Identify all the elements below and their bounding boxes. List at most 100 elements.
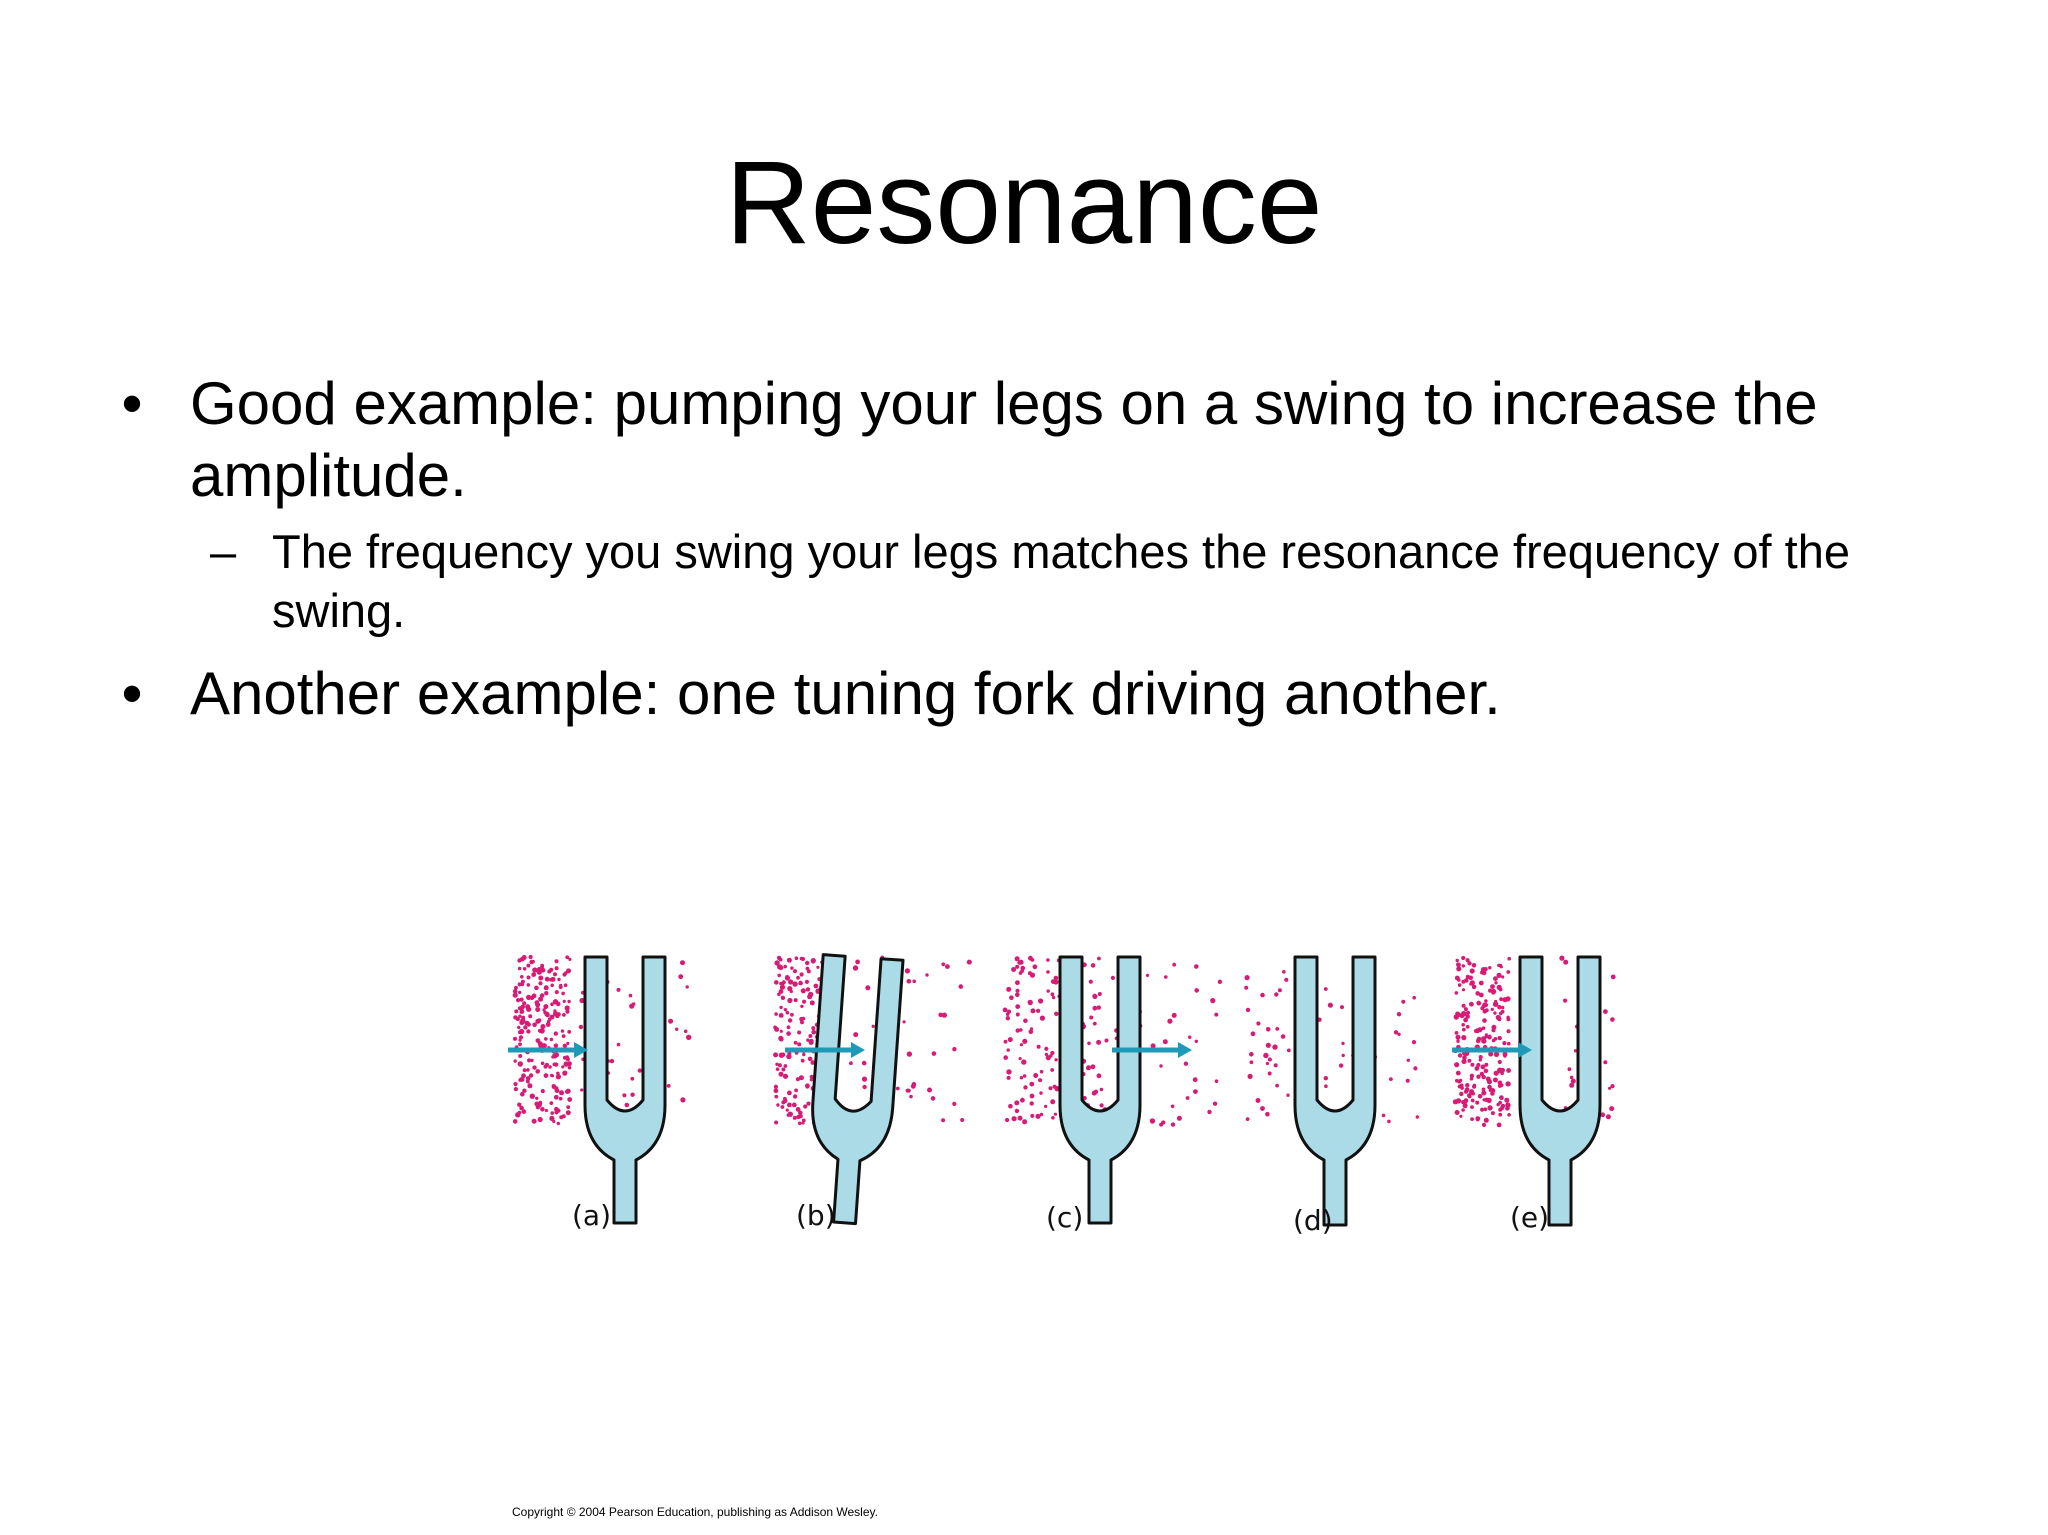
air-molecule-dot xyxy=(1097,956,1101,961)
air-molecule-dot xyxy=(773,1052,779,1058)
air-molecule-dot xyxy=(787,986,793,992)
air-molecule-dot xyxy=(1019,1076,1024,1080)
air-molecule-dot xyxy=(797,1121,802,1126)
bullet-marker: • xyxy=(121,660,143,727)
air-molecule-dot xyxy=(809,1074,814,1079)
air-molecule-dot xyxy=(1273,1063,1278,1068)
air-molecule-dot xyxy=(538,975,544,981)
air-molecule-dot xyxy=(1050,992,1055,997)
air-molecule-dot xyxy=(805,960,810,966)
air-molecule-dot xyxy=(1461,988,1466,992)
air-molecule-dot xyxy=(1387,1119,1391,1124)
air-molecule-dot xyxy=(527,1083,533,1089)
air-molecule-dot xyxy=(1029,1101,1034,1106)
air-molecule-dot xyxy=(1265,1111,1270,1117)
air-molecule-dot xyxy=(1461,1011,1467,1017)
air-molecule-dot xyxy=(543,985,549,991)
air-molecule-dot xyxy=(528,954,533,960)
tuning-fork-figure: (a)(b)(c)(d)(e) xyxy=(500,945,1680,1265)
air-molecule-dot xyxy=(1488,966,1492,970)
air-molecule-dot xyxy=(779,1037,784,1042)
air-molecule-dot xyxy=(567,1030,572,1034)
air-molecule-dot xyxy=(1499,997,1503,1002)
air-molecule-dot xyxy=(1145,973,1150,977)
air-molecule-dot xyxy=(518,1038,522,1042)
air-molecule-dot xyxy=(553,1043,559,1048)
air-molecule-dot xyxy=(1038,998,1044,1004)
air-molecule-dot xyxy=(538,996,544,1002)
wave-arrow xyxy=(1112,1042,1192,1058)
air-molecule-dot xyxy=(1054,1011,1059,1016)
air-molecule-dot xyxy=(609,1058,615,1064)
air-molecule-dot xyxy=(1507,956,1511,961)
air-molecule-dot xyxy=(784,975,791,981)
air-molecule-dot xyxy=(1033,1073,1039,1078)
air-molecule-dot xyxy=(686,1034,692,1040)
air-molecule-dot xyxy=(563,983,568,987)
air-molecule-dot xyxy=(552,1062,557,1067)
air-molecule-dot xyxy=(1483,1107,1488,1112)
air-molecule-dot xyxy=(781,1100,786,1105)
air-molecule-dot xyxy=(1110,975,1115,980)
copyright-notice: Copyright © 2004 Pearson Education, publ… xyxy=(512,1505,878,1519)
air-molecule-dot xyxy=(852,965,859,971)
air-molecule-dot xyxy=(1475,1028,1480,1034)
air-molecule-dot xyxy=(529,1093,535,1099)
air-molecule-dot xyxy=(1249,1052,1254,1057)
air-molecule-dot xyxy=(1507,1041,1511,1046)
air-molecule-dot xyxy=(1255,1098,1261,1103)
air-molecule-dot xyxy=(1194,988,1199,993)
air-molecule-dot xyxy=(785,1108,789,1112)
air-molecule-dot xyxy=(941,1118,946,1123)
air-molecule-dot xyxy=(1608,1086,1612,1090)
air-molecule-dot xyxy=(1020,965,1026,971)
air-molecule-dot xyxy=(1212,1101,1218,1106)
air-molecule-dot xyxy=(535,1096,539,1100)
air-molecule-dot xyxy=(938,1012,943,1018)
air-molecule-dot xyxy=(1393,1030,1399,1035)
air-molecule-dot xyxy=(1039,1091,1043,1095)
air-molecule-dot xyxy=(1087,1041,1091,1046)
air-molecule-dot xyxy=(1032,964,1038,970)
air-molecule-dot xyxy=(861,1076,868,1082)
air-molecule-dot xyxy=(547,969,552,974)
air-molecule-dot xyxy=(1214,1012,1219,1017)
air-molecule-dot xyxy=(1044,1104,1048,1108)
air-molecule-dot xyxy=(544,991,549,996)
air-molecule-dot xyxy=(1496,972,1502,978)
air-molecule-dot xyxy=(902,1020,906,1024)
air-molecule-dot xyxy=(792,1094,798,1099)
air-molecule-dot xyxy=(782,1073,789,1079)
air-molecule-dot xyxy=(1469,1001,1474,1007)
air-molecule-dot xyxy=(553,1031,558,1036)
air-molecule-dot xyxy=(1455,958,1459,963)
air-molecule-dot xyxy=(1015,980,1020,986)
air-molecule-dot xyxy=(538,1100,542,1105)
air-molecule-dot xyxy=(1009,995,1014,1000)
air-molecule-dot xyxy=(537,1116,543,1123)
air-molecule-dot xyxy=(802,1052,806,1057)
air-molecule-dot xyxy=(787,1090,792,1096)
air-molecule-dot xyxy=(630,1076,635,1081)
air-molecule-dot xyxy=(786,957,792,963)
air-molecule-dot xyxy=(1170,1104,1175,1109)
air-molecule-dot xyxy=(1413,1066,1418,1071)
air-molecule-dot xyxy=(1481,1026,1486,1030)
air-molecule-dot xyxy=(554,959,559,964)
air-molecule-dot xyxy=(780,995,786,1000)
air-molecule-dot xyxy=(865,985,871,991)
air-molecule-dot xyxy=(1323,1076,1328,1081)
air-molecule-dot xyxy=(1051,995,1056,1000)
air-molecule-dot xyxy=(1478,992,1484,998)
air-molecule-dot xyxy=(675,1027,679,1031)
air-molecule-dot xyxy=(522,1068,527,1073)
air-molecule-dot xyxy=(1171,1012,1177,1018)
air-molecule-dot xyxy=(1029,1081,1035,1087)
air-molecule-dot xyxy=(1381,1113,1386,1118)
air-molecule-dot xyxy=(1050,1050,1055,1056)
air-molecule-dot xyxy=(794,956,799,960)
air-molecule-dot xyxy=(1003,1055,1008,1060)
air-molecule-dot xyxy=(1496,1122,1502,1128)
air-molecule-dot xyxy=(521,1109,527,1114)
air-molecule-dot xyxy=(1054,1058,1058,1062)
